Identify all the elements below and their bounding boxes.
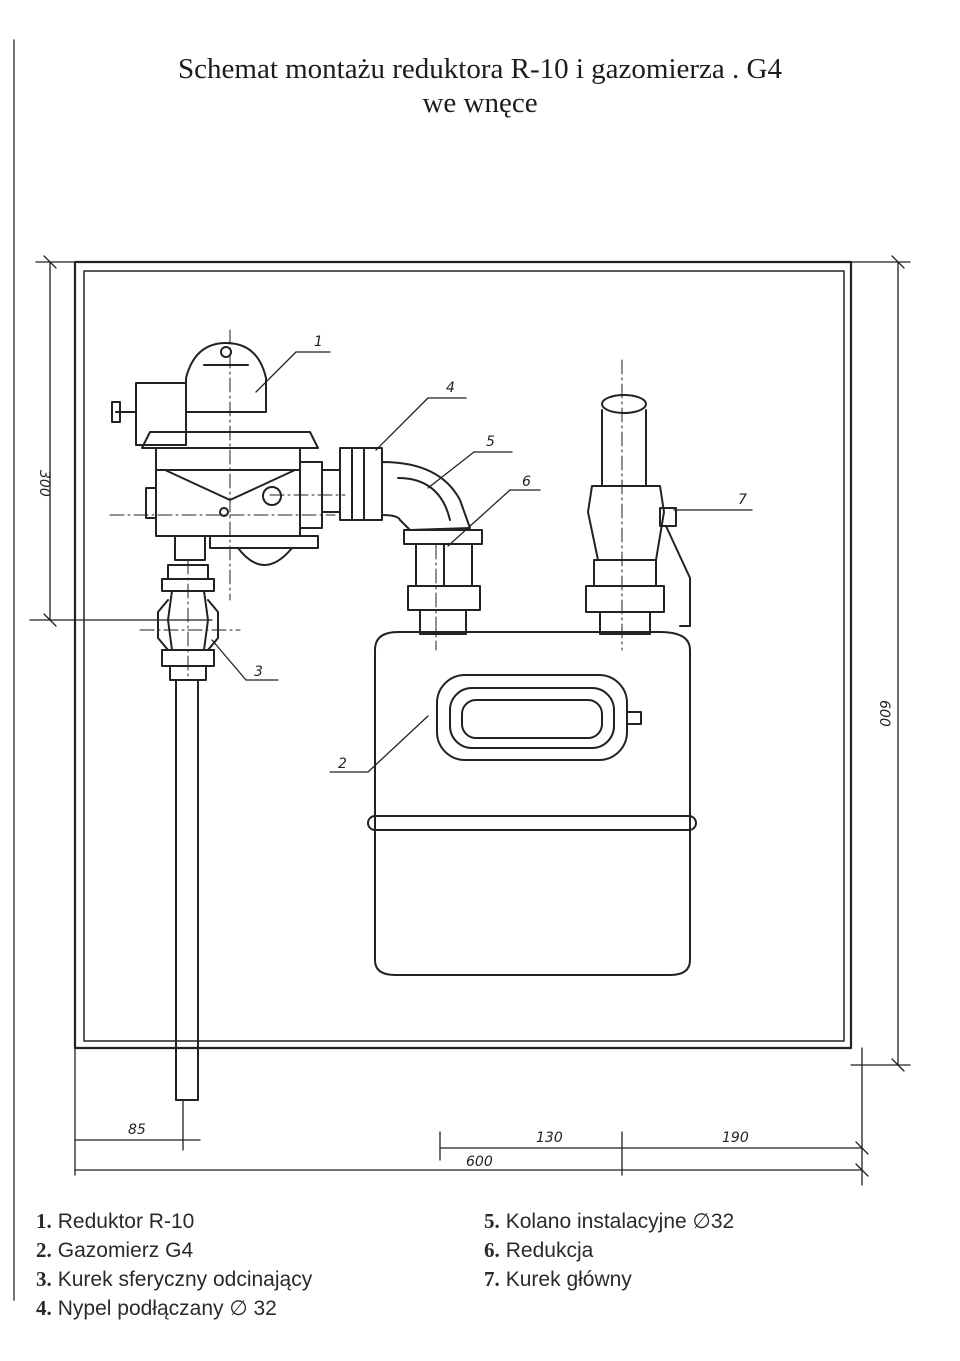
legend-number: 4. <box>36 1296 52 1320</box>
dimension-600 <box>850 255 911 1072</box>
legend-right-column: 5.Kolano instalacyjne ∅32 6.Redukcja 7.K… <box>484 1207 734 1294</box>
gas-meter-g4 <box>367 631 697 976</box>
dim-label-600-horizontal: 600 <box>466 1154 493 1170</box>
main-valve-and-outlet-pipe <box>585 394 691 635</box>
callout-2: 2 <box>338 756 347 772</box>
callout-7: 7 <box>738 492 747 508</box>
legend-item: 3.Kurek sferyczny odcinający <box>36 1265 312 1294</box>
legend-item: 4.Nypel podłączany ∅ 32 <box>36 1294 312 1323</box>
legend-number: 5. <box>484 1209 500 1233</box>
dimension-300 <box>29 255 213 627</box>
drawing-subtitle: we wnęce <box>422 87 538 119</box>
legend-number: 7. <box>484 1267 500 1291</box>
ball-valve-and-supply-pipe <box>157 564 219 1101</box>
legend-text: Kolano instalacyjne ∅32 <box>505 1210 735 1233</box>
legend-text: Kurek sferyczny odcinający <box>57 1268 313 1291</box>
niche-frame <box>73 260 853 1050</box>
legend-item: 5.Kolano instalacyjne ∅32 <box>484 1207 734 1236</box>
callout-1: 1 <box>314 334 323 350</box>
legend-text: Nypel podłączany ∅ 32 <box>57 1297 277 1320</box>
legend-item: 7.Kurek główny <box>484 1265 734 1294</box>
leader-lines <box>211 351 753 773</box>
dimension-labels: 300 600 85 130 190 600 <box>36 470 892 1170</box>
legend-item: 6.Redukcja <box>484 1236 734 1265</box>
legend-left-column: 1.Reduktor R-10 2.Gazomierz G4 3.Kurek s… <box>36 1207 312 1323</box>
dimension-bottom <box>74 1047 869 1186</box>
legend-number: 2. <box>36 1238 52 1262</box>
callout-5: 5 <box>486 434 495 450</box>
dim-label-130: 130 <box>536 1130 563 1146</box>
callout-3: 3 <box>254 664 263 680</box>
callout-labels: 1 2 3 4 5 6 7 <box>254 334 747 772</box>
dim-label-190: 190 <box>722 1130 749 1146</box>
reducer-fitting <box>403 529 483 635</box>
dim-label-85: 85 <box>128 1122 146 1138</box>
legend-number: 3. <box>36 1267 52 1291</box>
dim-label-300: 300 <box>36 470 52 497</box>
legend-item: 2.Gazomierz G4 <box>36 1236 312 1265</box>
dim-label-600-vertical: 600 <box>876 700 892 727</box>
legend-text: Gazomierz G4 <box>57 1239 194 1262</box>
nipple-and-elbow <box>321 447 471 531</box>
legend-text: Redukcja <box>505 1239 594 1262</box>
legend-item: 1.Reduktor R-10 <box>36 1207 312 1236</box>
legend-text: Kurek główny <box>505 1268 632 1291</box>
callout-6: 6 <box>522 474 531 490</box>
legend-number: 1. <box>36 1209 52 1233</box>
drawing-title: Schemat montażu reduktora R-10 i gazomie… <box>178 53 782 85</box>
pressure-reducer-r10 <box>111 342 323 566</box>
legend-number: 6. <box>484 1238 500 1262</box>
legend-text: Reduktor R-10 <box>57 1210 195 1233</box>
callout-4: 4 <box>446 380 455 396</box>
